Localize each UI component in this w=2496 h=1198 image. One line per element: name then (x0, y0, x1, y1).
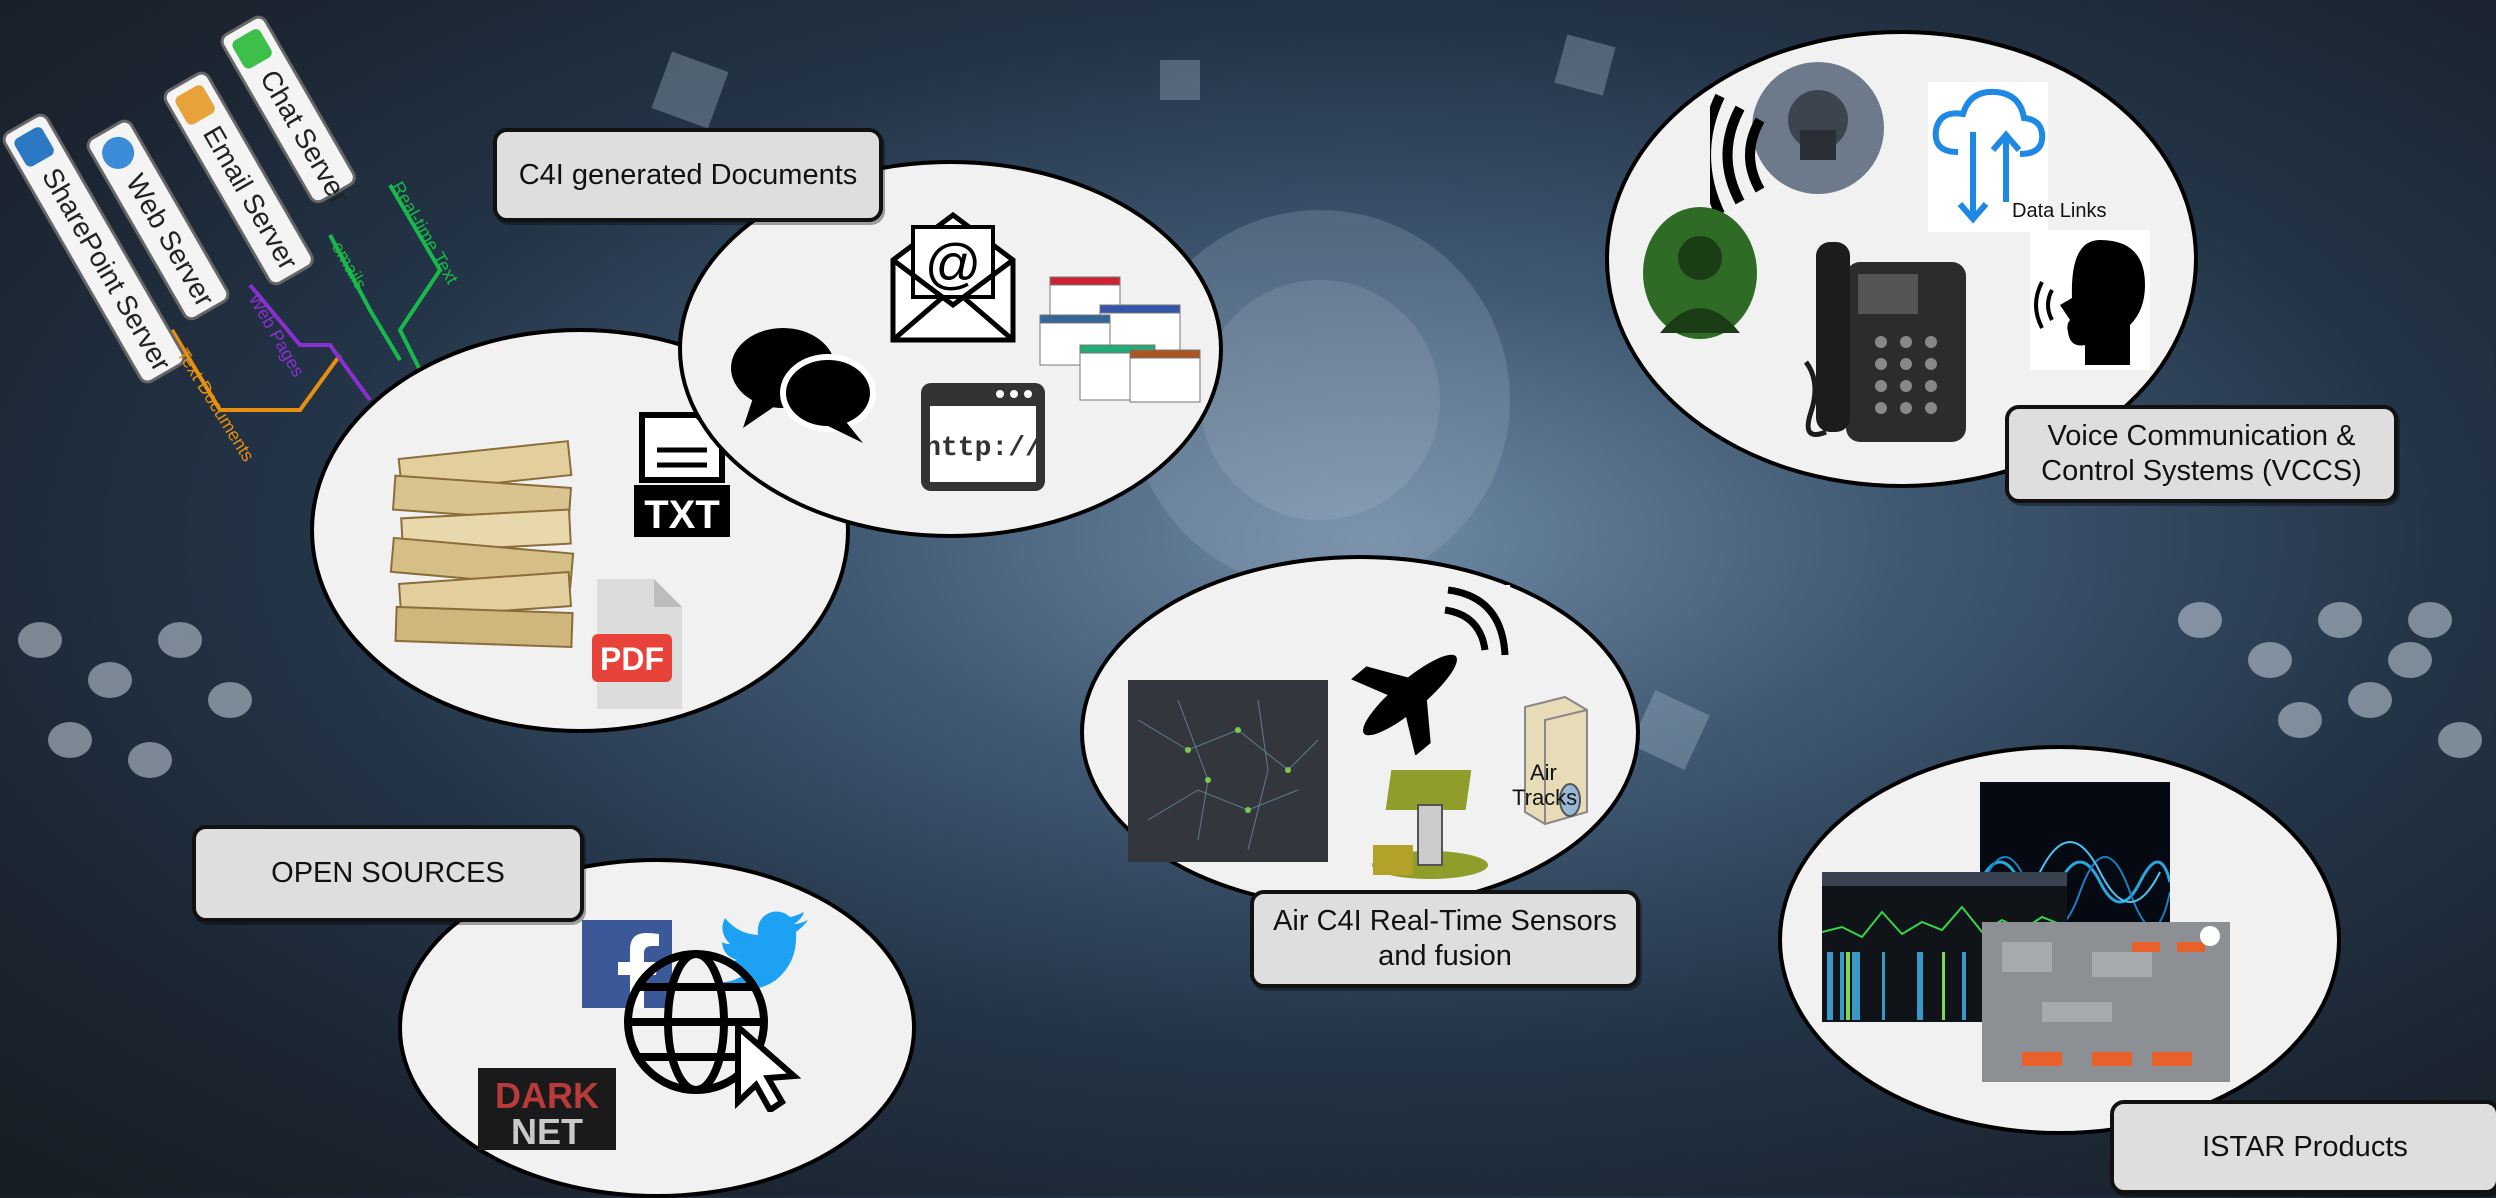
istar-label: ISTAR Products (2110, 1100, 2496, 1194)
globe-cursor-icon (624, 950, 802, 1112)
server-tower-icon (1524, 695, 1588, 826)
pdf-file-icon: PDF (592, 579, 682, 709)
night-vision-soldier-icon (1643, 207, 1757, 339)
paper-stack-icon (389, 440, 575, 649)
globe-icon (96, 131, 140, 175)
dark-net-logo: DARK NET (478, 1068, 616, 1150)
air-tracks-label-2: Tracks (1512, 785, 1578, 810)
air-tracks-label-1: Air (1530, 760, 1557, 785)
desk-phone-icon (1803, 242, 1966, 442)
svg-text:@: @ (925, 232, 982, 295)
c4i-documents-label: C4I generated Documents (493, 128, 883, 222)
http-text: http:// (924, 433, 1042, 464)
envelope-icon (173, 83, 217, 127)
txt-file-icon: TXT (634, 412, 730, 537)
email-envelope-icon: @ (890, 211, 1016, 343)
txt-text: TXT (644, 493, 720, 537)
vccs-label: Voice Communication &Control Systems (VC… (2005, 405, 2398, 503)
pdf-text: PDF (600, 641, 664, 677)
data-links-label: Data Links (2012, 200, 2107, 222)
sharepoint-icon (12, 125, 56, 169)
open-sources-label: OPEN SOURCES (192, 825, 584, 922)
web-pages-screens-icon (1039, 276, 1201, 403)
satellite-imagery-screen (1982, 922, 2230, 1082)
radar-map-screen (1128, 680, 1328, 862)
cloud-upload-download-icon (1928, 82, 2048, 232)
chat-bubble-icon (230, 27, 274, 71)
radar-antenna-icon (1372, 770, 1488, 879)
aircraft-signal-icon (1340, 585, 1510, 755)
chat-bubbles-icon (731, 328, 876, 443)
speaking-head-icon (2030, 230, 2150, 370)
dark-text: DARK (495, 1075, 599, 1116)
pilot-radio-icon (1710, 62, 1884, 217)
http-browser-icon: http:// (921, 383, 1045, 491)
net-text: NET (511, 1111, 583, 1150)
